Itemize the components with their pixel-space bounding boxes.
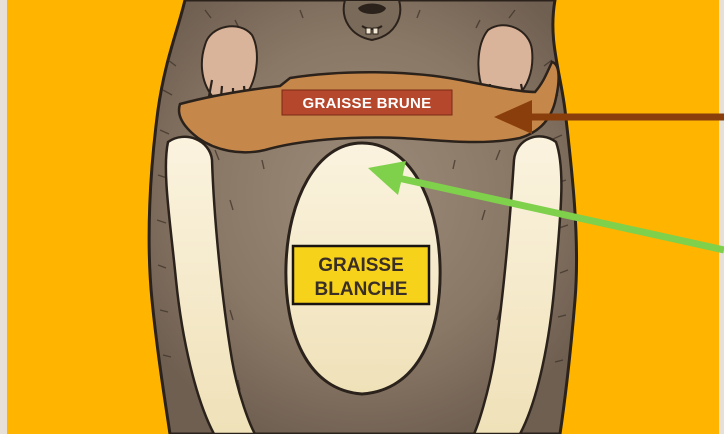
white-fat-label: GRAISSE BLANCHE <box>293 246 429 304</box>
brown-fat-label: GRAISSE BRUNE <box>282 90 452 115</box>
left-border-strip <box>0 0 7 434</box>
brown-fat-label-text: GRAISSE BRUNE <box>303 95 432 112</box>
right-border-strip <box>719 0 724 434</box>
groundhog-illustration <box>149 0 576 434</box>
white-fat-label-line2: BLANCHE <box>315 279 408 300</box>
white-fat-label-line1: GRAISSE <box>318 255 404 276</box>
